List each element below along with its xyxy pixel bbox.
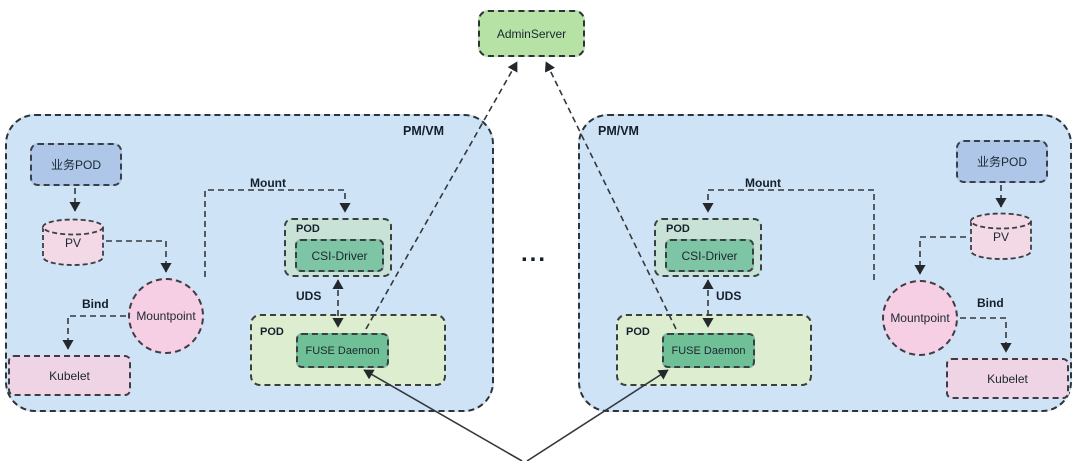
- csi-driver-right-label: CSI-Driver: [681, 248, 738, 263]
- fuse-daemon-right-label: FUSE Daemon: [671, 344, 746, 357]
- pv-right: PV: [968, 211, 1034, 261]
- fuse-pod-left: POD FUSE Daemon: [250, 314, 446, 386]
- uds-label-left: UDS: [296, 289, 322, 303]
- csi-pod-left-label: POD: [296, 223, 320, 235]
- kubelet-left: Kubelet: [8, 355, 131, 396]
- business-pod-left-label: 业务POD: [50, 158, 101, 172]
- csi-driver-left: CSI-Driver: [295, 239, 384, 272]
- fuse-pod-right-label: POD: [626, 326, 650, 338]
- pv-right-label: PV: [992, 230, 1009, 244]
- business-pod-right: 业务POD: [956, 140, 1048, 183]
- pv-left-label: PV: [64, 236, 81, 250]
- mountpoint-left: Mountpoint: [128, 278, 204, 354]
- mountpoint-right-label: Mountpoint: [890, 311, 950, 325]
- kubelet-right: Kubelet: [946, 358, 1069, 399]
- fuse-daemon-left: FUSE Daemon: [296, 333, 389, 368]
- business-pod-left: 业务POD: [30, 143, 122, 186]
- fuse-pod-left-label: POD: [260, 326, 284, 338]
- uds-label-right: UDS: [716, 289, 742, 303]
- pm-vm-left-label: PM/VM: [403, 124, 444, 138]
- pm-vm-right-label: PM/VM: [598, 124, 639, 138]
- csi-driver-left-label: CSI-Driver: [311, 248, 368, 263]
- admin-server-label: AdminServer: [496, 26, 567, 41]
- csi-driver-right: CSI-Driver: [665, 239, 754, 272]
- csi-pod-left: POD CSI-Driver: [284, 218, 392, 277]
- mount-label-left: Mount: [250, 176, 286, 190]
- admin-server-node: AdminServer: [478, 10, 585, 57]
- bind-label-left: Bind: [82, 297, 109, 311]
- fuse-daemon-right: FUSE Daemon: [662, 333, 755, 368]
- kubelet-left-label: Kubelet: [49, 368, 90, 383]
- mount-label-right: Mount: [745, 176, 781, 190]
- csi-pod-right-label: POD: [666, 223, 690, 235]
- kubelet-right-label: Kubelet: [987, 371, 1028, 386]
- mountpoint-right: Mountpoint: [882, 280, 958, 356]
- pv-left: PV: [40, 217, 106, 267]
- mountpoint-left-label: Mountpoint: [136, 309, 196, 323]
- hosts-ellipsis: ...: [521, 240, 548, 267]
- cylinder-icon: [970, 212, 1032, 260]
- csi-pod-right: POD CSI-Driver: [654, 218, 762, 277]
- fuse-daemon-left-label: FUSE Daemon: [305, 344, 380, 357]
- fuse-pod-right: POD FUSE Daemon: [616, 314, 812, 386]
- bind-label-right: Bind: [977, 296, 1004, 310]
- cylinder-icon: [42, 218, 104, 266]
- business-pod-right-label: 业务POD: [976, 155, 1027, 169]
